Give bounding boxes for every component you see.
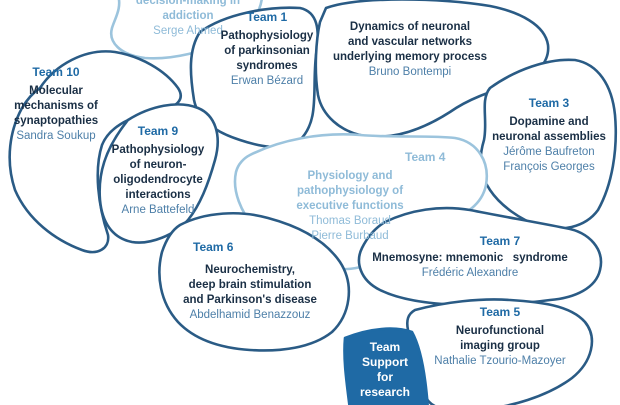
team-10-title-line-3: synaptopathies bbox=[13, 115, 99, 127]
team-1-name: Team 1 bbox=[246, 10, 288, 24]
lobe-team-2 bbox=[314, 0, 550, 139]
support-line-4: research bbox=[359, 385, 411, 399]
team-7-title-line-1: Mnemosyne: mnemonic syndrome bbox=[372, 252, 568, 264]
team-9-title-line-4: interactions bbox=[125, 189, 191, 201]
team-10-name: Team 10 bbox=[32, 65, 80, 79]
team-6-label: Team 6 Neurochemistry, deep brain stimul… bbox=[165, 240, 335, 323]
team-1-title-line-3: syndromes bbox=[236, 60, 298, 72]
team-2-title-line-3: underlying memory process bbox=[332, 51, 488, 63]
team-6-title-line-3: and Parkinson's disease bbox=[183, 294, 317, 306]
team-6-title-line-2: deep brain stimulation bbox=[188, 279, 312, 291]
team-5-person: Nathalie Tzourio-Mazoyer bbox=[434, 355, 566, 367]
team-4-person-2: Pierre Burbaud bbox=[311, 230, 389, 242]
team-2-title-line-2: and vascular networks bbox=[348, 36, 472, 48]
team-4-title-line-3: executive functions bbox=[296, 200, 404, 212]
team-4-title-line-2: pathophysiology of bbox=[296, 185, 404, 197]
lobe-team-10 bbox=[8, 50, 182, 254]
team-10-person: Sandra Soukup bbox=[16, 130, 96, 142]
team-3-name: Team 3 bbox=[528, 96, 570, 110]
team-9-name: Team 9 bbox=[137, 124, 179, 138]
team-9-person: Arne Battefeld bbox=[121, 204, 195, 216]
support-line-2: Support bbox=[362, 355, 408, 369]
team-4-label: Team 4 Physiology and pathophysiology of… bbox=[285, 150, 445, 244]
lobe-team-6 bbox=[158, 211, 351, 352]
support-line-1: Team bbox=[369, 340, 401, 354]
team-1-title-line-2: of parkinsonian bbox=[224, 45, 310, 57]
team-7-person: Frédéric Alexandre bbox=[421, 267, 519, 279]
team-7-name: Team 7 bbox=[479, 234, 521, 248]
support-line-3: for bbox=[377, 370, 393, 384]
lobe-team-support bbox=[343, 327, 429, 405]
team-9-title-line-1: Pathophysiology bbox=[111, 144, 205, 156]
lobe-team-3 bbox=[479, 58, 618, 230]
team-6-name: Team 6 bbox=[193, 240, 234, 254]
team-10-title-line-1: Molecular bbox=[29, 85, 83, 97]
team-2-person: Bruno Bontempi bbox=[368, 66, 452, 78]
team-5-label: Team 5 Neurofunctional imaging group Nat… bbox=[425, 305, 575, 369]
team-top-partial-title: decision-making in addiction bbox=[135, 0, 241, 22]
team-3-label: Team 3 Dopamine and neuronal assemblies … bbox=[490, 96, 608, 175]
team-6-title-line-1: Neurochemistry, bbox=[205, 264, 295, 276]
team-3-person-2: François Georges bbox=[503, 161, 595, 173]
team-10-title-line-2: mechanisms of bbox=[14, 100, 98, 112]
team-4-name: Team 4 bbox=[405, 150, 446, 164]
team-10-label: Team 10 Molecular mechanisms of synaptop… bbox=[6, 65, 106, 144]
team-9-label: Team 9 Pathophysiology of neuron- oligod… bbox=[103, 124, 213, 218]
team-top-partial-label: decision-making in addiction Serge Ahmed bbox=[118, 0, 258, 39]
team-3-title-line-1: Dopamine and bbox=[509, 116, 589, 128]
team-9-title-line-3: oligodendrocyte bbox=[113, 174, 203, 186]
team-top-partial-person: Serge Ahmed bbox=[153, 25, 223, 37]
team-support-label: Team Support for research bbox=[350, 340, 420, 400]
team-4-person-1: Thomas Boraud bbox=[309, 215, 391, 227]
team-1-title-line-1: Pathophysiology bbox=[220, 30, 314, 42]
team-3-title-line-2: neuronal assemblies bbox=[492, 131, 606, 143]
team-1-label: Team 1 Pathophysiology of parkinsonian s… bbox=[212, 10, 322, 89]
lobe-team-7 bbox=[357, 206, 603, 307]
team-5-title-line-1: Neurofunctional bbox=[455, 325, 545, 337]
team-1-person: Erwan Bézard bbox=[230, 75, 304, 87]
team-5-name: Team 5 bbox=[479, 305, 521, 319]
team-4-title-line-1: Physiology and bbox=[307, 170, 393, 182]
team-6-person: Abdelhamid Benazzouz bbox=[189, 309, 311, 321]
team-2-title-line-1: Dynamics of neuronal bbox=[349, 21, 471, 33]
team-3-person-1: Jérôme Baufreton bbox=[503, 146, 595, 158]
team-2-label: Dynamics of neuronal and vascular networ… bbox=[330, 20, 490, 80]
team-7-label: Team 7 Mnemosyne: mnemonic syndrome Fréd… bbox=[370, 234, 570, 281]
team-5-title-line-2: imaging group bbox=[460, 340, 540, 352]
team-9-title-line-2: of neuron- bbox=[129, 159, 187, 171]
